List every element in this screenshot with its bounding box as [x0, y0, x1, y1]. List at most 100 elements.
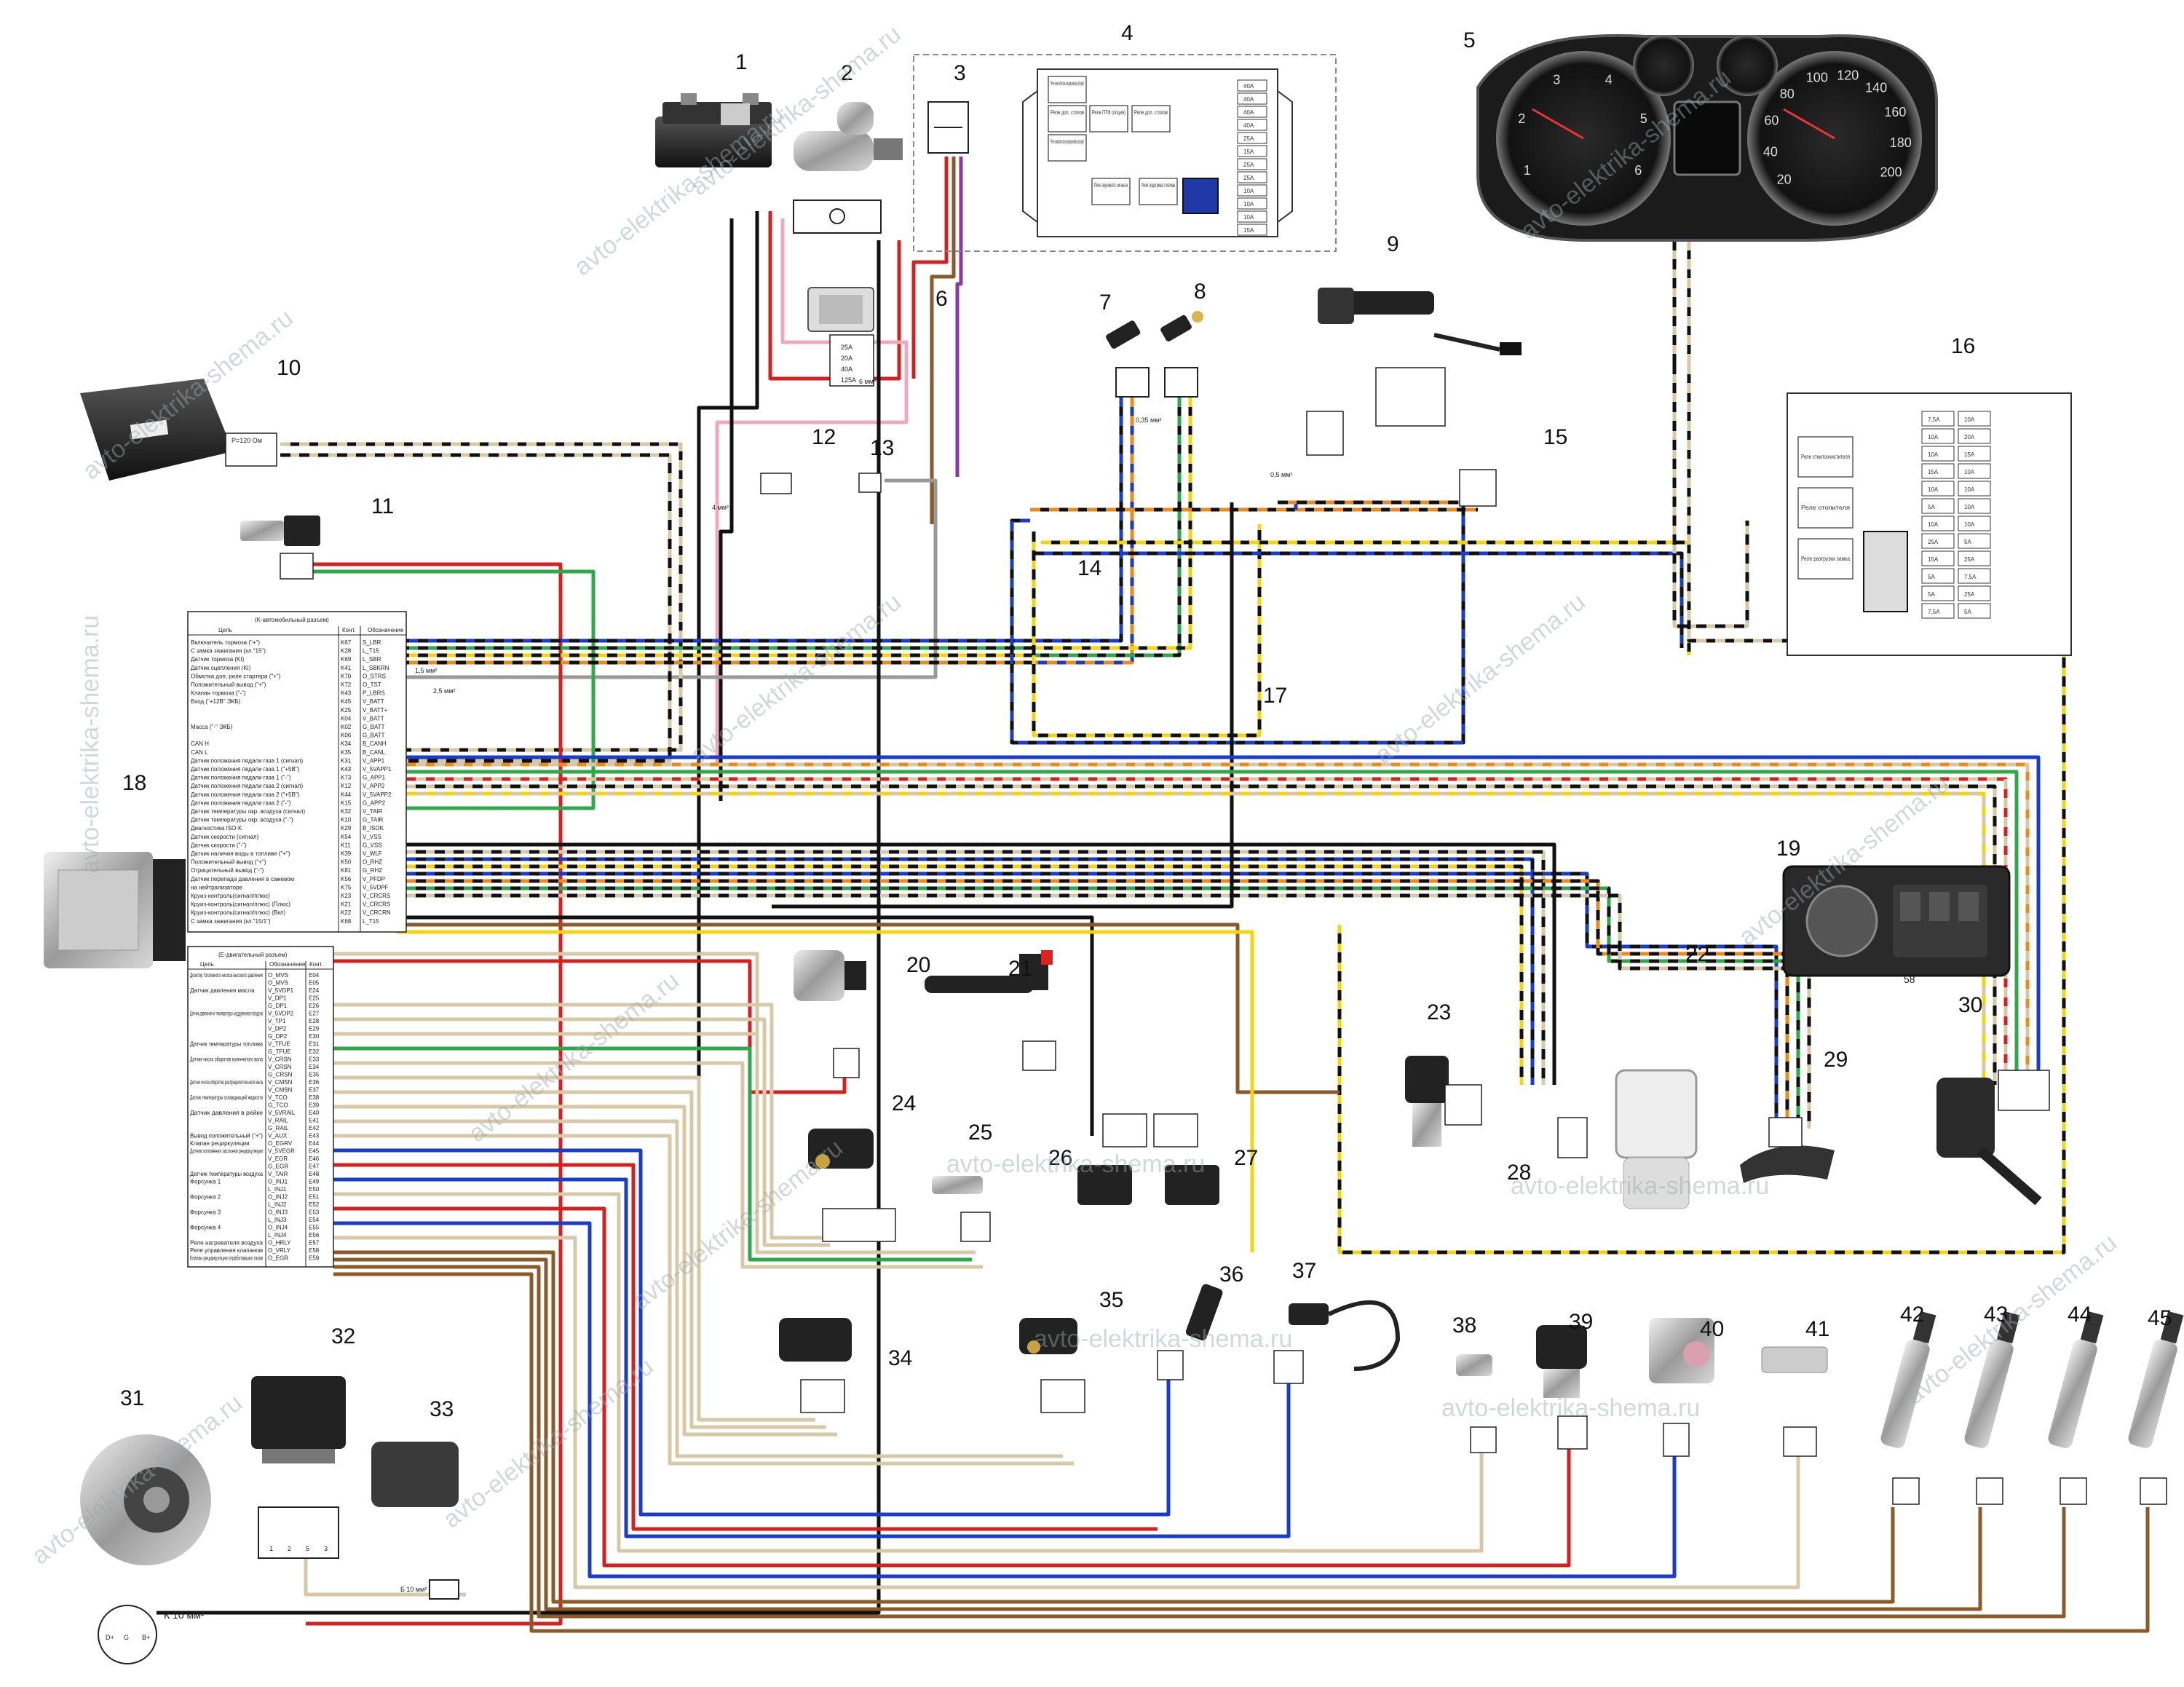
alternator-terminal-0: D+: [106, 1634, 114, 1641]
fb4-fuse-7: [1237, 171, 1267, 183]
k-row-pin-15: K43: [341, 766, 352, 773]
fb4-relay-1: [1089, 105, 1128, 133]
fb4-relay-5: [1091, 178, 1131, 205]
wire-30: [1672, 364, 1749, 628]
k-table-header-0: Цепь: [218, 627, 232, 633]
wire-stripe-16: [1034, 397, 1123, 643]
e-row-code-14: V_CMSN: [268, 1079, 293, 1086]
component-label-2: 2: [841, 61, 853, 85]
speed-sensor-23: [1405, 1056, 1482, 1147]
e-row-code-20: G_RAIL: [268, 1125, 289, 1131]
k-row-code-1: L_T15: [363, 648, 379, 655]
switch-7: [1106, 320, 1150, 398]
k-row-code-17: V_APP2: [363, 783, 385, 789]
component-label-13: 13: [870, 436, 894, 460]
component-label-37: 37: [1292, 1259, 1316, 1283]
speedo-tick-3: 80: [1780, 87, 1795, 101]
wire-20: [157, 240, 881, 1615]
fb4-relay-label-3: Реле доп. стопов: [1051, 109, 1084, 116]
k-row-pin-12: K34: [341, 740, 352, 747]
fb4-relay-6: [1139, 178, 1178, 205]
component-label-14: 14: [1077, 556, 1101, 580]
k-row-code-23: V_VSS: [363, 834, 381, 840]
control-unit-10: [80, 379, 277, 481]
wire-66: [333, 1221, 1677, 1579]
component-label-42: 42: [1900, 1303, 1924, 1327]
k-row-circuit-16: Датчик положения педали газа 1 ("-"): [191, 775, 291, 781]
component-label-7: 7: [1099, 291, 1112, 315]
fb4-fuse-label-3: 40А: [1243, 122, 1254, 129]
wire-stripe-17: [1034, 397, 1134, 665]
wire-stripe-8: [280, 442, 683, 752]
e-row-pin-27: E49: [309, 1179, 320, 1185]
wire-stripe-18: [1034, 397, 1182, 657]
e-row-circuit-26: Датчик температуры воздуха: [190, 1171, 264, 1177]
k-row-code-21: G_TAIR: [363, 817, 384, 823]
e-row-pin-29: E51: [309, 1194, 320, 1201]
e-row-code-31: O_INJ3: [268, 1209, 288, 1216]
e-row-pin-9: E31: [309, 1041, 320, 1048]
tach-tick-1: 2: [1518, 111, 1525, 126]
relay32-terminal-1: 2: [288, 1545, 291, 1552]
k-row-pin-2: K69: [341, 656, 352, 663]
fb16-fuse-12: [1921, 515, 1955, 532]
fb16-fuse-label-13: 10А: [1964, 521, 1975, 528]
k-row-code-8: V_BATT+: [363, 707, 388, 714]
fb4-relay-3: [1048, 105, 1087, 133]
e-row-code-18: V_5VRAIL: [268, 1110, 296, 1116]
fb16-fuse-label-18: 5А: [1928, 574, 1935, 580]
tach-tick-3: 4: [1605, 73, 1613, 87]
injector-45: [2128, 1311, 2184, 1505]
component-label-23: 23: [1427, 1000, 1451, 1024]
sensor-35: [1019, 1318, 1085, 1413]
k-row-circuit-14: Датчик положения педали газа 1 (сигнал): [191, 757, 303, 764]
e-row-pin-1: E05: [309, 980, 320, 987]
wire-6: [955, 157, 963, 477]
fb16-fuse-label-16: 15А: [1928, 556, 1939, 563]
e-row-pin-34: E56: [309, 1232, 320, 1238]
injector-42: [1880, 1311, 1936, 1505]
wire-32: [397, 755, 2041, 1085]
k-row-pin-25: K39: [341, 850, 352, 857]
fb16-fuse-label-7: 10А: [1964, 469, 1975, 475]
k-row-pin-32: K22: [341, 909, 352, 916]
e-row-code-37: O_EGR: [268, 1255, 288, 1262]
wire-7: [397, 478, 938, 679]
k-row-pin-33: K68: [341, 918, 352, 925]
fb16-fuse-14: [1921, 533, 1955, 549]
component-label-20: 20: [906, 953, 930, 977]
k-row-circuit-10: Масса ("-" ЭКБ): [191, 724, 233, 730]
k-row-pin-10: K02: [341, 724, 352, 730]
fb16-fuse-label-11: 10А: [1964, 504, 1975, 510]
wire-70: [333, 1265, 2066, 1619]
e-row-circuit-27: Форсунка 1: [190, 1179, 221, 1185]
wire-57: [333, 1090, 826, 1429]
wire-stripe-9: [280, 453, 672, 763]
e-row-pin-18: E40: [309, 1110, 320, 1116]
wire-53: [333, 1032, 976, 1255]
k-row-pin-28: K56: [341, 876, 352, 882]
k-row-code-26: O_RHZ: [363, 859, 382, 866]
component-label-18: 18: [122, 771, 146, 795]
k-row-circuit-13: CAN L: [191, 749, 208, 756]
wire-stripe-43: [397, 879, 1789, 1129]
wire-61: [333, 1148, 1171, 1517]
wire-44: [397, 886, 1800, 1129]
e-row-code-2: V_5VDP1: [268, 987, 294, 994]
k-row-code-11: G_BATT: [363, 732, 385, 739]
k-row-code-31: V_CRCRS: [363, 901, 390, 908]
k-row-code-16: G_APP1: [363, 775, 386, 781]
k-row-code-27: G_RHZ: [363, 867, 382, 874]
fb16-fuse-label-10: 5А: [1928, 504, 1935, 510]
k-row-pin-29: K75: [341, 884, 352, 890]
e-row-code-1: O_MVS: [268, 980, 288, 987]
e-row-code-27: O_INJ1: [268, 1179, 288, 1185]
e-row-circuit-14: Датчик числа оборотов распределительного…: [190, 1079, 263, 1086]
e-row-circuit-16: Датчик температуры охлаждающей жидкости: [190, 1094, 263, 1101]
fb16-fuse-label-21: 25А: [1964, 591, 1975, 598]
fb16-fuse-8: [1921, 481, 1955, 497]
injectors: [1880, 1311, 2184, 1505]
wire-17: [1034, 397, 1134, 665]
k-row-circuit-7: Вход ("+12В" ЭКБ): [191, 698, 240, 705]
e-row-code-15: V_CMSN: [268, 1087, 293, 1094]
